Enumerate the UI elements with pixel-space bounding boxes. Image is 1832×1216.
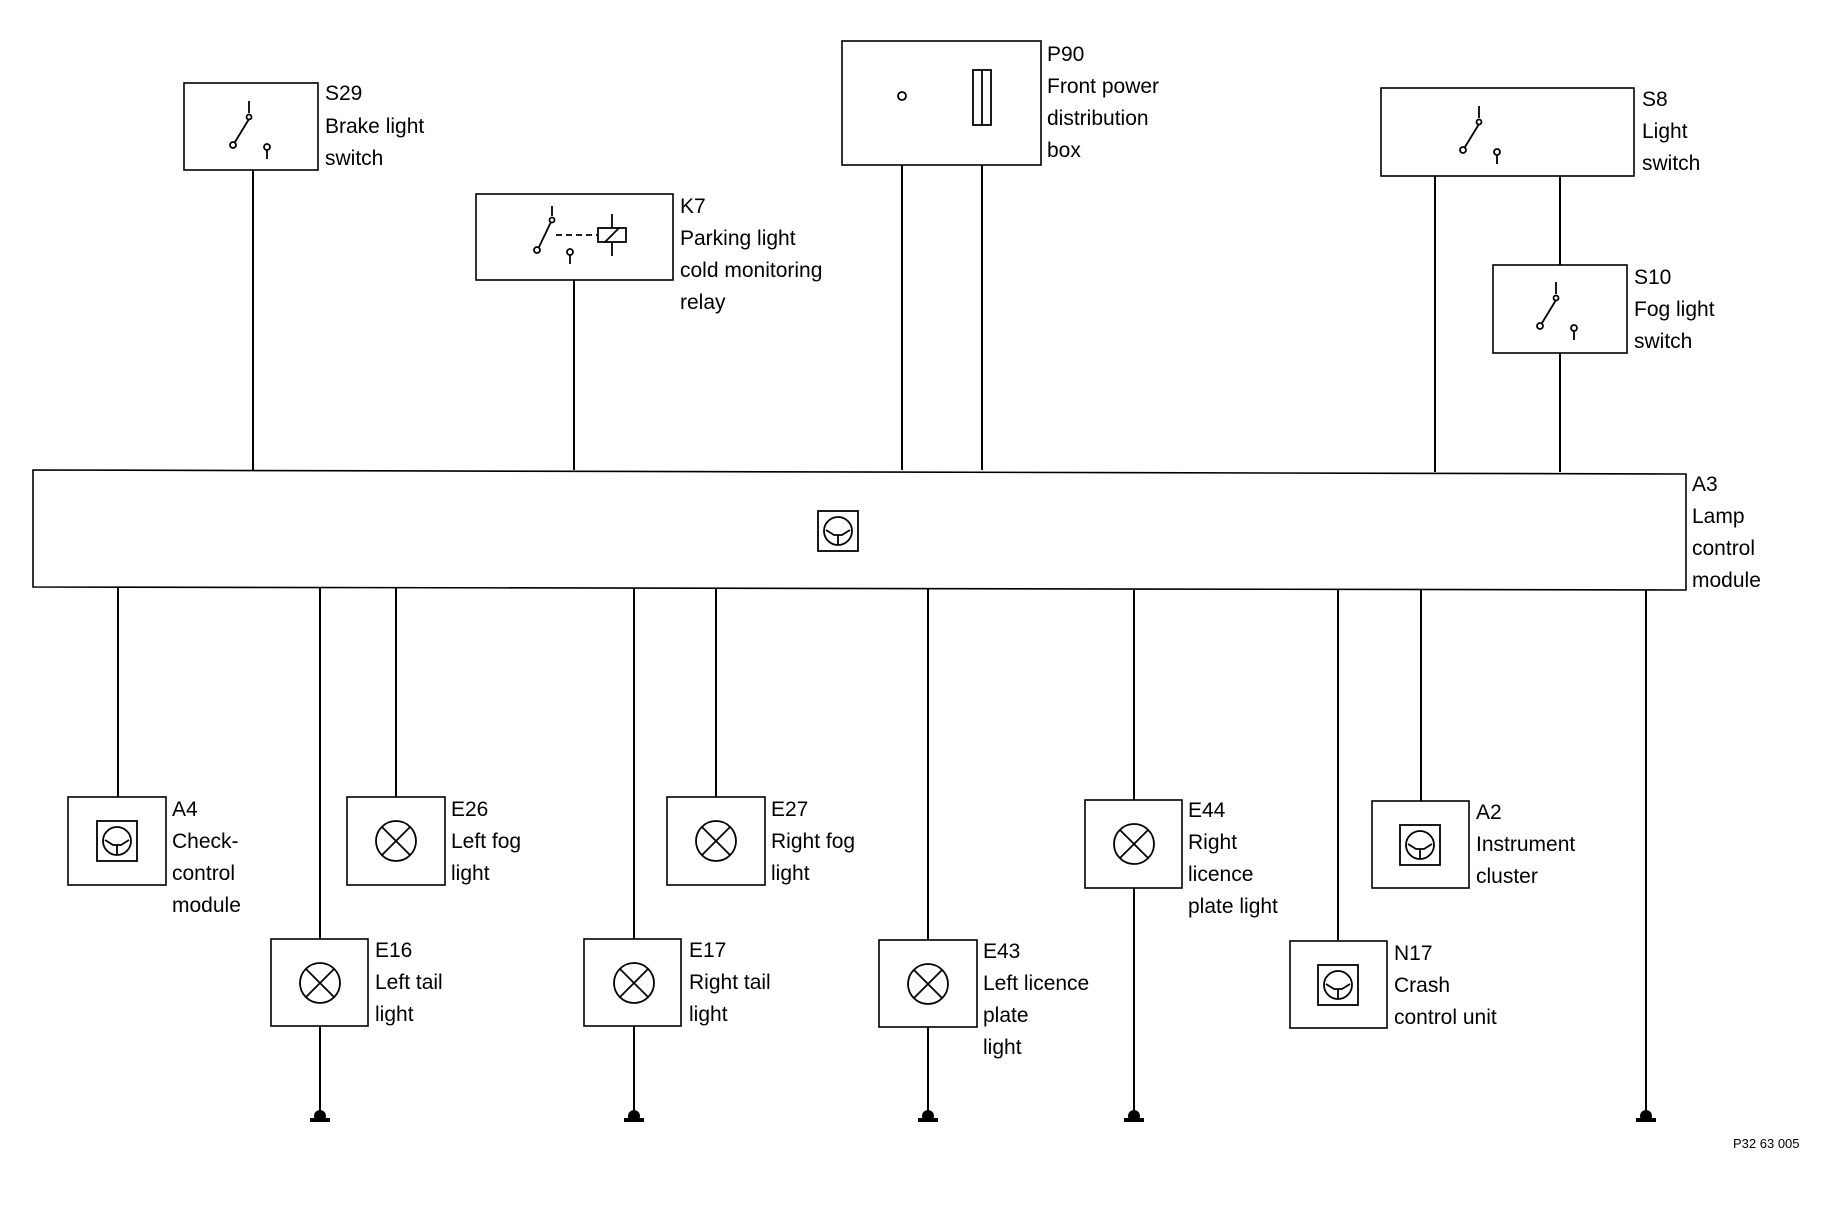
relay-icon (533, 206, 627, 264)
s8-box (1380, 87, 1635, 177)
ground-icon (624, 1110, 644, 1122)
terminal-icon (897, 91, 907, 101)
p90-line-1: Front power (1047, 75, 1159, 98)
a4-code: A4 (172, 798, 198, 821)
e43-line-2: plate (983, 1004, 1029, 1027)
a3-line-3: module (1692, 569, 1761, 592)
a3-box (32, 469, 1687, 591)
component-p90: P90 Front power distribution box (841, 40, 1159, 166)
a2-line-1: Instrument (1476, 833, 1575, 856)
n17-line-2: control unit (1394, 1006, 1497, 1029)
component-e26: E26 Left fog light (346, 796, 521, 886)
a2-line-2: cluster (1476, 865, 1538, 888)
a4-line-3: module (172, 894, 241, 917)
component-s29: S29 Brake light switch (183, 82, 424, 171)
k7-line-2: cold monitoring (680, 259, 822, 282)
n17-line-1: Crash (1394, 974, 1450, 997)
e26-code: E26 (451, 798, 488, 821)
ground-icon (310, 1110, 330, 1122)
p90-line-2: distribution (1047, 107, 1149, 130)
k7-line-3: relay (680, 291, 726, 314)
e26-box (346, 796, 446, 886)
a2-code: A2 (1476, 801, 1502, 824)
e17-line-1: Right tail (689, 971, 771, 994)
component-a3: A3 Lamp control module (32, 469, 1761, 592)
e26-line-2: light (451, 862, 490, 885)
s10-code: S10 (1634, 266, 1671, 289)
e43-code: E43 (983, 940, 1020, 963)
s10-box (1492, 264, 1628, 354)
k7-line-1: Parking light (680, 227, 796, 250)
s10-line-2: switch (1634, 330, 1692, 353)
p90-line-3: box (1047, 139, 1081, 162)
s8-line-1: Light (1642, 120, 1688, 143)
p90-code: P90 (1047, 43, 1084, 66)
component-e16: E16 Left tail light (270, 938, 443, 1027)
component-e44: E44 Right licence plate light (1084, 799, 1278, 918)
s29-line-1: Brake light (325, 115, 424, 138)
s8-code: S8 (1642, 88, 1668, 111)
e16-line-1: Left tail (375, 971, 443, 994)
k7-code: K7 (680, 195, 706, 218)
n17-box (1289, 940, 1388, 1029)
ground-icon (918, 1110, 938, 1122)
e17-code: E17 (689, 939, 726, 962)
component-e43: E43 Left licence plate light (878, 939, 1089, 1059)
a3-code: A3 (1692, 473, 1718, 496)
n17-code: N17 (1394, 942, 1433, 965)
component-n17: N17 Crash control unit (1289, 940, 1497, 1029)
component-e17: E17 Right tail light (583, 938, 771, 1027)
e44-line-3: plate light (1188, 895, 1278, 918)
e16-code: E16 (375, 939, 412, 962)
e44-code: E44 (1188, 799, 1226, 822)
s8-line-2: switch (1642, 152, 1700, 175)
s10-line-1: Fog light (1634, 298, 1715, 321)
a3-line-2: control (1692, 537, 1755, 560)
s29-code: S29 (325, 82, 362, 105)
figure-id: P32 63 005 (1733, 1136, 1800, 1151)
component-e27: E27 Right fog light (666, 796, 855, 886)
component-s10: S10 Fog light switch (1492, 264, 1715, 354)
e16-line-2: light (375, 1003, 414, 1026)
a2-box (1371, 800, 1470, 889)
a4-box (67, 796, 167, 886)
component-s8: S8 Light switch (1380, 87, 1700, 177)
e27-code: E27 (771, 798, 808, 821)
a3-line-1: Lamp (1692, 505, 1745, 528)
component-k7: K7 Parking light cold monitoring relay (475, 193, 822, 314)
a4-line-2: control (172, 862, 235, 885)
a4-line-1: Check- (172, 830, 239, 853)
p90-box (841, 40, 1042, 166)
e44-line-1: Right (1188, 831, 1237, 854)
component-a2: A2 Instrument cluster (1371, 800, 1575, 889)
s29-box (183, 82, 319, 171)
e44-line-2: licence (1188, 863, 1253, 886)
e27-box (666, 796, 766, 886)
e17-line-2: light (689, 1003, 728, 1026)
grounds (310, 1110, 1656, 1122)
e43-line-1: Left licence (983, 972, 1089, 995)
k7-box (475, 193, 674, 281)
e26-line-1: Left fog (451, 830, 521, 853)
ground-icon (1124, 1110, 1144, 1122)
s29-line-2: switch (325, 147, 383, 170)
ground-icon (1636, 1110, 1656, 1122)
component-a4: A4 Check- control module (67, 796, 241, 917)
e27-line-2: light (771, 862, 810, 885)
e43-line-3: light (983, 1036, 1022, 1059)
e27-line-1: Right fog (771, 830, 855, 853)
